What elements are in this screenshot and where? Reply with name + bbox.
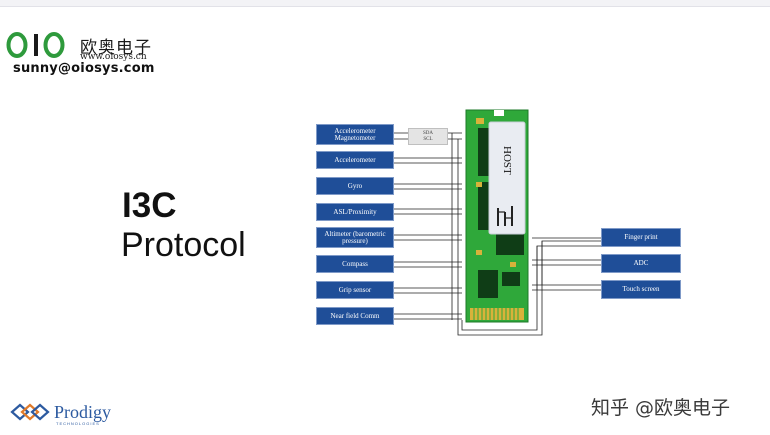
company-url: www.oiosys.cn bbox=[80, 52, 147, 62]
prodigy-mark-icon bbox=[10, 403, 50, 421]
oio-logo-mark bbox=[6, 32, 65, 58]
sensor-accelerometer-magnetometer: Accelerometer Magnetometer bbox=[316, 124, 394, 145]
prodigy-subtitle: TECHNOLOGIES bbox=[56, 421, 100, 426]
company-name-cn: 欧奥电子 bbox=[80, 38, 152, 58]
sensor-altimeter: Altimeter (barometric pressure) bbox=[316, 227, 394, 248]
browser-top-bar bbox=[0, 0, 770, 7]
periph-finger-print: Finger print bbox=[601, 228, 681, 247]
sensor-bus-wires bbox=[394, 132, 601, 336]
oio-logo: 欧奥电子 www.oiosys.cn sunny@oiosys.com bbox=[6, 32, 166, 82]
sensor-grip: Grip sensor bbox=[316, 281, 394, 299]
sensor-compass: Compass bbox=[316, 255, 394, 273]
slide-title-i3c: I3C bbox=[122, 186, 177, 225]
prodigy-name: Prodigy bbox=[54, 402, 112, 422]
slide-title-protocol: Protocol bbox=[121, 226, 246, 264]
peripheral-wires bbox=[532, 237, 601, 291]
host-label: HOST bbox=[501, 146, 513, 175]
sda-label: SDA bbox=[422, 130, 433, 136]
periph-adc: ADC bbox=[601, 254, 681, 273]
sensor-asl-proximity: ASL/Proximity bbox=[316, 203, 394, 221]
prodigy-logo: Prodigy TECHNOLOGIES bbox=[10, 400, 130, 430]
periph-touch-screen: Touch screen bbox=[601, 280, 681, 299]
sensor-gyro: Gyro bbox=[316, 177, 394, 195]
sensor-accelerometer: Accelerometer bbox=[316, 151, 394, 169]
sda-scl-box: SDA SCL bbox=[408, 128, 448, 145]
zhihu-watermark: 知乎 @欧奥电子 bbox=[591, 397, 731, 419]
sensor-near-field-comm: Near field Comm bbox=[316, 307, 394, 325]
scl-label: SCL bbox=[423, 136, 433, 142]
host-board: HOST bbox=[465, 109, 529, 323]
company-email: sunny@oiosys.com bbox=[13, 61, 155, 76]
